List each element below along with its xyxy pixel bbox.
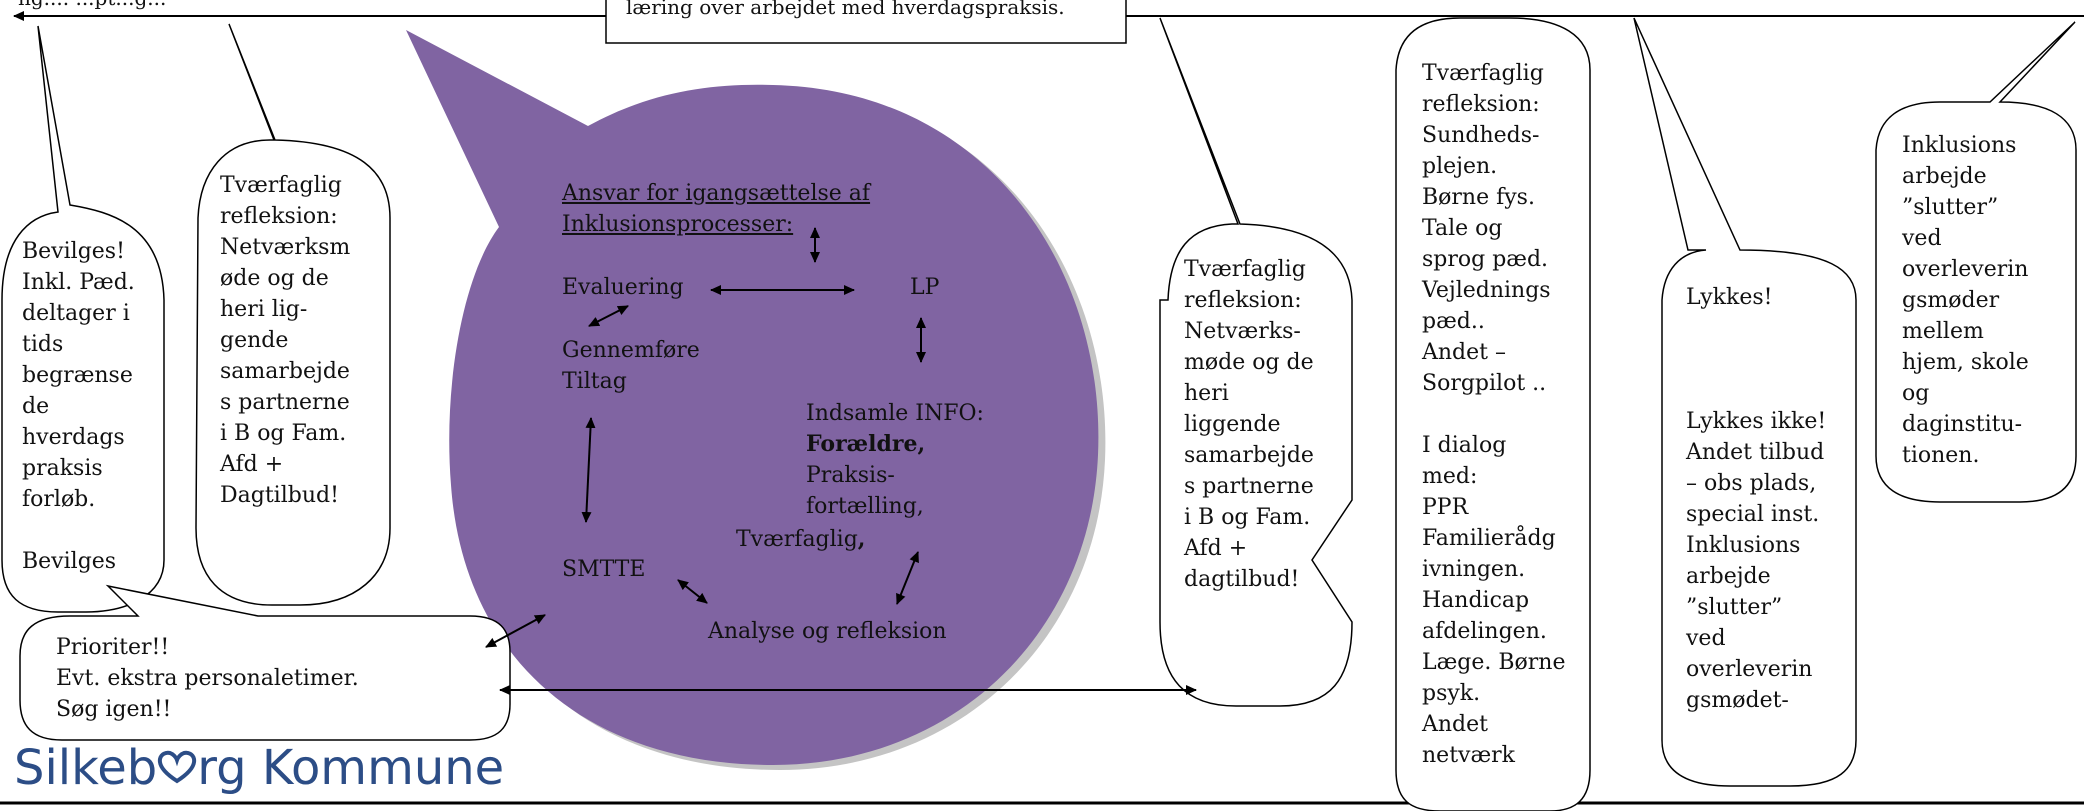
bubble6-text-b: Lykkes ikke! Andet tilbud – obs plads, s… [1686,409,1827,713]
circle-indsamle: Indsamle INFO: Forældre, Praksis- fortæl… [806,401,984,519]
circle-evaluering: Evaluering [562,275,684,300]
silkeborg-logo: Silkeb rg Kommune [14,740,504,796]
circle-gennemfore: Gennemføre Tiltag [562,338,700,394]
bubble2-text: Tværfaglig refleksion: Netværksm øde og … [220,173,351,508]
arrow-tvaerfaglig-analyse [896,551,919,605]
arrow-smtte-analyse [677,579,708,604]
circle-analyse: Analyse og refleksion [708,619,947,644]
top-partial-left: ng.... ...pt...g... [18,0,166,14]
arrow-evaluering-gennemfore [588,305,629,327]
bubble1-text: Bevilges! Inkl. Pæd. deltager i tids beg… [22,239,135,574]
circle-tvaerfaglig: Tværfaglig, [736,526,866,552]
heart-o-icon [158,750,197,784]
bubble5-text: Tværfaglig refleksion: Sundheds- plejen.… [1422,61,1566,768]
circle-title: Ansvar for igangsættelse af Inklusionspr… [562,181,871,237]
purple-bubble [406,30,1099,765]
bubble6-text-a: Lykkes! [1686,285,1773,310]
circle-smtte: SMTTE [562,557,646,582]
logo-text-part1: Silkeb [14,740,158,796]
callout-bubble-2 [195,23,391,606]
arrow-gennemfore-smtte [581,417,596,523]
bubble7-text: Inklusions arbejde ”slutter” ved overlev… [1902,133,2029,468]
top-box-text: læring over arbejdet med hverdagspraksis… [626,0,1065,19]
arrow-smtte-prioriter [485,614,546,648]
top-box [605,0,1127,44]
callout-bubble-6 [1633,17,1857,787]
callout-bubble-7 [1875,21,2077,503]
bubble4-text: Tværfaglig refleksion: Netværks- møde og… [1184,257,1314,592]
callout-bubble-5 [1395,17,1591,811]
callout-bubble-1 [1,25,165,613]
circle-lp: LP [910,275,940,300]
logo-text-part2: rg Kommune [197,740,505,796]
bubble-bottom-text: Prioriter!! Evt. ekstra personaletimer. … [56,635,359,722]
